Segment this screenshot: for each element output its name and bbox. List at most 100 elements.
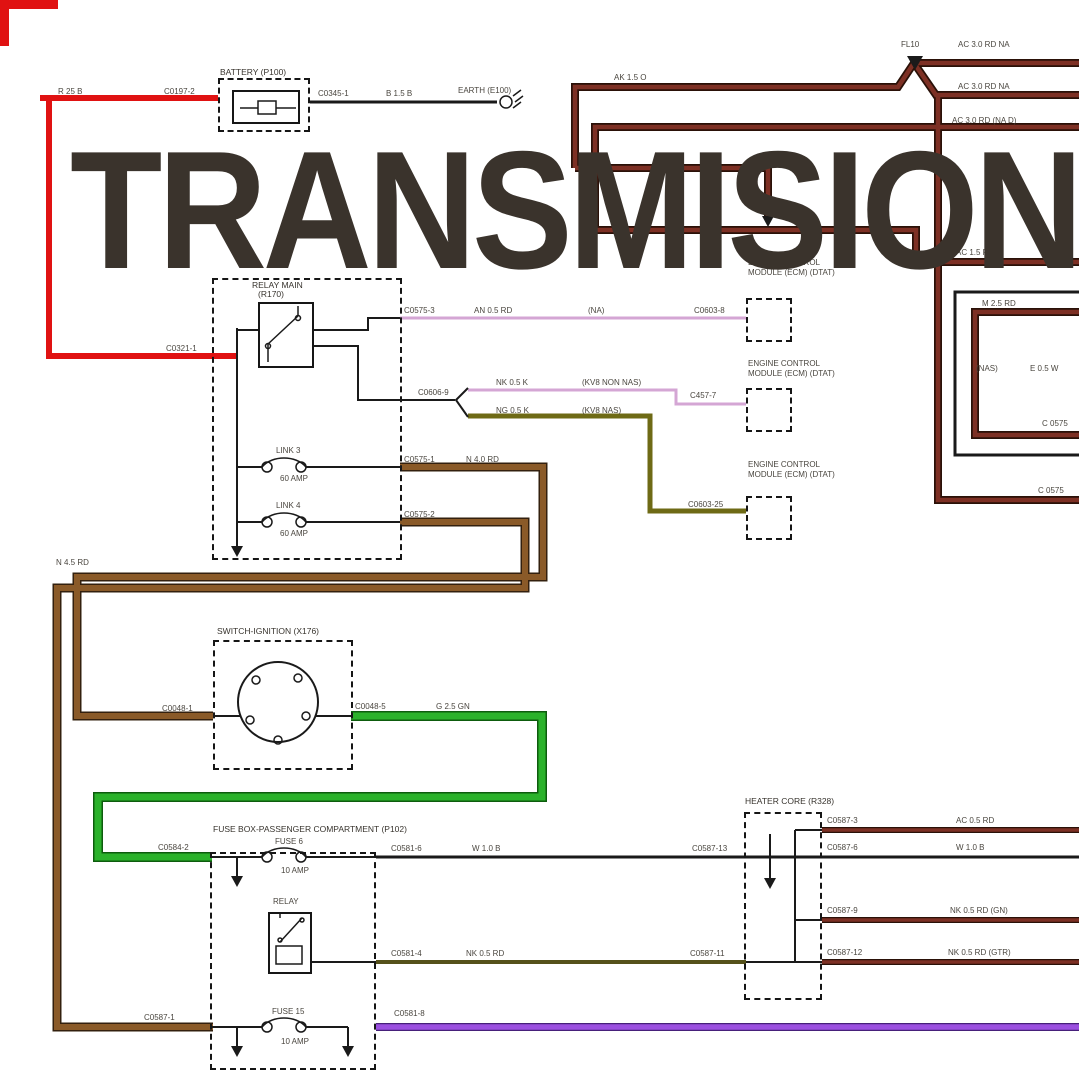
ecm-label: MODULE (ECM) (DTAT) — [748, 470, 835, 479]
link-label: LINK 4 — [276, 501, 301, 510]
wire-label: AC 3.0 RD NA — [958, 40, 1010, 49]
brown-wires — [54, 464, 546, 1030]
ecm-connector-box-2 — [746, 388, 792, 432]
connector-label: C0606-9 — [418, 388, 449, 397]
wire-label: AC 0.5 RD — [956, 816, 995, 825]
amp-label: 10 AMP — [281, 866, 310, 875]
ecm-label: MODULE (ECM) (DTAT) — [748, 369, 835, 378]
wire-label: NK 0.5 RD — [466, 949, 505, 958]
ignition-switch-icon — [237, 661, 319, 743]
wire-label: AK 1.5 O — [614, 73, 647, 82]
green-wire — [94, 712, 546, 861]
earth-label: EARTH (E100) — [458, 86, 512, 95]
amp-label: 60 AMP — [280, 529, 309, 538]
red-feed-wire — [40, 95, 237, 359]
arrow-down-icon — [231, 1046, 243, 1057]
connector-label: C0575-1 — [404, 455, 435, 464]
connector-label: C0581-4 — [391, 949, 422, 958]
fusebox-box — [210, 852, 376, 1070]
wire-label: M 2.5 RD — [982, 299, 1016, 308]
variant-tag: (NA) — [588, 306, 605, 315]
relay-coil-icon — [275, 945, 303, 965]
relay-main-inner-box — [258, 302, 314, 368]
connector-label: C457-7 — [690, 391, 717, 400]
connector-label: C0587-6 — [827, 843, 858, 852]
connector-label: C0581-8 — [394, 1009, 425, 1018]
amp-label: 60 AMP — [280, 474, 309, 483]
connector-label: C0575-3 — [404, 306, 435, 315]
wire-label: AN 0.5 RD — [474, 306, 513, 315]
connector-label: C0587-11 — [690, 949, 725, 958]
relay-label: RELAY — [273, 897, 299, 906]
fuse-label: FUSE 15 — [272, 1007, 305, 1016]
arrow-down-icon — [764, 878, 776, 889]
fuse-label: FUSE 6 — [275, 837, 304, 846]
wire-label: AC 3.0 RD NA — [958, 82, 1010, 91]
amp-label: 10 AMP — [281, 1037, 310, 1046]
battery-inner-box — [232, 90, 300, 124]
wire-label: N 4.0 RD — [466, 455, 499, 464]
variant-tag: (KV8 NON NAS) — [582, 378, 642, 387]
connector-label: C0345-1 — [318, 89, 349, 98]
connector-label: C 0575 — [1038, 486, 1064, 495]
link-label: LINK 3 — [276, 446, 301, 455]
arrow-down-icon — [762, 216, 774, 227]
wire-label: NK 0.5 RD (GTR) — [948, 948, 1011, 957]
flow-arrows — [231, 56, 923, 1057]
fusebox-title: FUSE BOX-PASSENGER COMPARTMENT (P102) — [213, 824, 407, 834]
maroon-harness — [572, 60, 1079, 964]
connector-label: C0603-8 — [694, 306, 725, 315]
title-overlay: TRANSMISION — [70, 116, 1079, 304]
junction-label: FL10 — [901, 40, 920, 49]
relay-main-title-2: (R170) — [258, 289, 284, 299]
pink-wires — [400, 316, 746, 406]
ignition-switch-box — [213, 640, 353, 770]
ecm-label: MODULE (ECM) (DTAT) — [748, 268, 835, 277]
wire-label: AC 1.5 RD — [956, 248, 995, 257]
connector-label: C0587-9 — [827, 906, 858, 915]
connector-label: C0584-2 — [158, 843, 189, 852]
connector-label: C0197-2 — [164, 87, 195, 96]
variant-tag: (KV8 NAS) — [582, 406, 622, 415]
connector-label: C0603-25 — [688, 500, 724, 509]
wire-label: N 4.5 RD — [56, 558, 89, 567]
arrow-down-icon — [231, 876, 243, 887]
connector-label: C0587-1 — [144, 1013, 175, 1022]
corner-red-mark — [0, 0, 58, 9]
relay-main-box — [212, 278, 402, 560]
connector-label: C0587-12 — [827, 948, 863, 957]
corner-red-mark — [0, 0, 9, 46]
connector-label: C0587-13 — [692, 844, 728, 853]
wire-label: W 1.0 B — [472, 844, 501, 853]
fusebox-relay-inner-box — [268, 912, 312, 974]
arrow-down-icon — [342, 1046, 354, 1057]
wire-label: NK 0.5 RD (GN) — [950, 906, 1008, 915]
black-circuit-lines — [212, 100, 1079, 1046]
arrow-down-icon — [231, 546, 243, 557]
heater-box — [744, 812, 822, 1000]
wire-label: R 25 B — [58, 87, 83, 96]
relay-main-title: RELAY MAIN — [252, 280, 303, 290]
wire-label: NG 0.5 K — [496, 406, 529, 415]
connector-label: C0587-3 — [827, 816, 858, 825]
ecm-label: ENGINE CONTROL — [748, 460, 821, 469]
ground-symbol-icon — [499, 95, 513, 109]
connector-label: C0321-1 — [166, 344, 197, 353]
wire-label: G 2.5 GN — [436, 702, 470, 711]
olive-wires — [376, 413, 746, 964]
connector-label: C 0575 — [1042, 419, 1068, 428]
battery-title: BATTERY (P100) — [220, 67, 287, 77]
ecm-connector-box-1 — [746, 298, 792, 342]
heater-title: HEATER CORE (R328) — [745, 796, 835, 806]
junction-node-icon — [907, 56, 923, 70]
ecm-label: ENGINE CONTROL — [748, 258, 821, 267]
connector-label: C0575-2 — [404, 510, 435, 519]
relay-contact-icon — [267, 306, 299, 362]
wire-label: AC 3.0 RD (NA D) — [952, 116, 1017, 125]
ignition-title: SWITCH-IGNITION (X176) — [217, 626, 320, 636]
variant-tag: (NAS) — [976, 364, 998, 373]
connector-label: C0048-5 — [355, 702, 386, 711]
wire-label: NK 0.5 K — [496, 378, 529, 387]
